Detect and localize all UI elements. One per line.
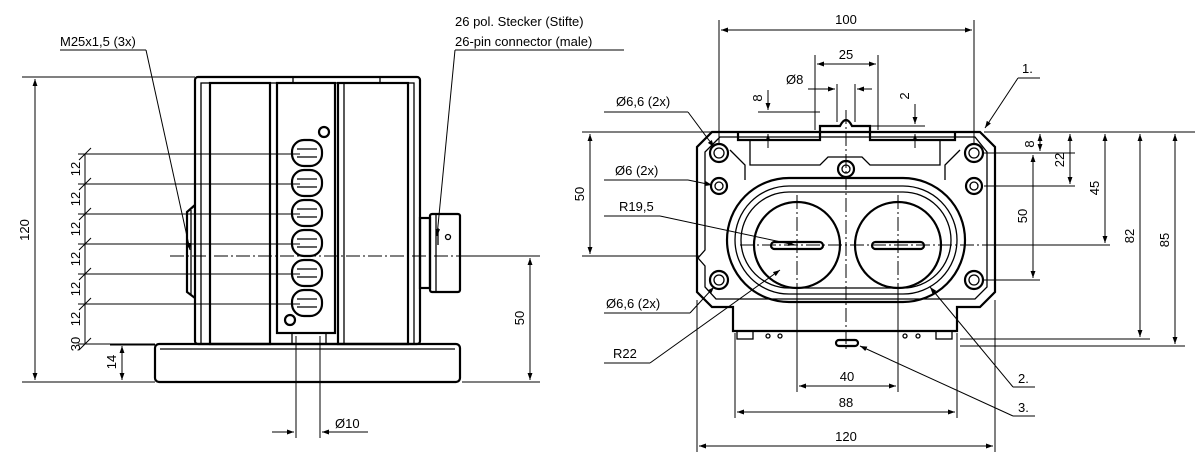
callout-connector-en: 26-pin connector (male) [455, 34, 592, 49]
callout-connector-de: 26 pol. Stecker (Stifte) [455, 14, 584, 29]
dim-8-right: 8 [1022, 140, 1037, 147]
callout-hole-top: Ø6,6 (2x) [616, 94, 670, 109]
dim-45: 45 [1087, 181, 1102, 195]
dim-100: 100 [835, 12, 857, 27]
switch-stack [290, 138, 324, 318]
dim-50-front-mid: 50 [1015, 209, 1030, 223]
dim-pitch-3: 12 [68, 222, 83, 236]
callout-hole-bottom: Ø6,6 (2x) [606, 296, 660, 311]
dim-50-front-left: 50 [572, 187, 587, 201]
callout-radius-195: R19,5 [619, 199, 654, 214]
item-1: 1. [1022, 61, 1033, 76]
callout-thread: M25x1,5 (3x) [60, 34, 136, 49]
front-view: 100 25 Ø8 8 2 Ø6,6 (2x) Ø6 (2x) R19,5 Ø6… [572, 12, 1195, 452]
dim-pitch-4: 12 [68, 252, 83, 266]
dim-dia10: Ø10 [335, 416, 360, 431]
dim-40: 40 [840, 369, 854, 384]
dim-120-height: 120 [17, 219, 32, 241]
dim-2: 2 [897, 92, 912, 99]
dim-50-left-view: 50 [512, 311, 527, 325]
dim-25: 25 [839, 47, 853, 62]
dim-pitch-5: 12 [68, 282, 83, 296]
dim-88: 88 [839, 395, 853, 410]
dim-82: 82 [1122, 229, 1137, 243]
dim-pitch-1: 12 [68, 162, 83, 176]
dim-22: 22 [1052, 153, 1067, 167]
callout-radius-22: R22 [613, 346, 637, 361]
dim-85: 85 [1157, 233, 1172, 247]
dim-14: 14 [104, 355, 119, 369]
callout-hole-side: Ø6 (2x) [615, 163, 658, 178]
dim-8-top: 8 [750, 94, 765, 101]
dim-120-width: 120 [835, 429, 857, 444]
dim-pitch-2: 12 [68, 192, 83, 206]
item-2: 2. [1018, 371, 1029, 386]
dim-dia8: Ø8 [786, 72, 803, 87]
dim-pitch-6: 12 [68, 312, 83, 326]
dim-30: 30 [68, 337, 83, 351]
item-3: 3. [1018, 400, 1029, 415]
side-view: 12 12 12 12 12 12 30 120 14 50 Ø10 M25x1… [17, 14, 624, 438]
